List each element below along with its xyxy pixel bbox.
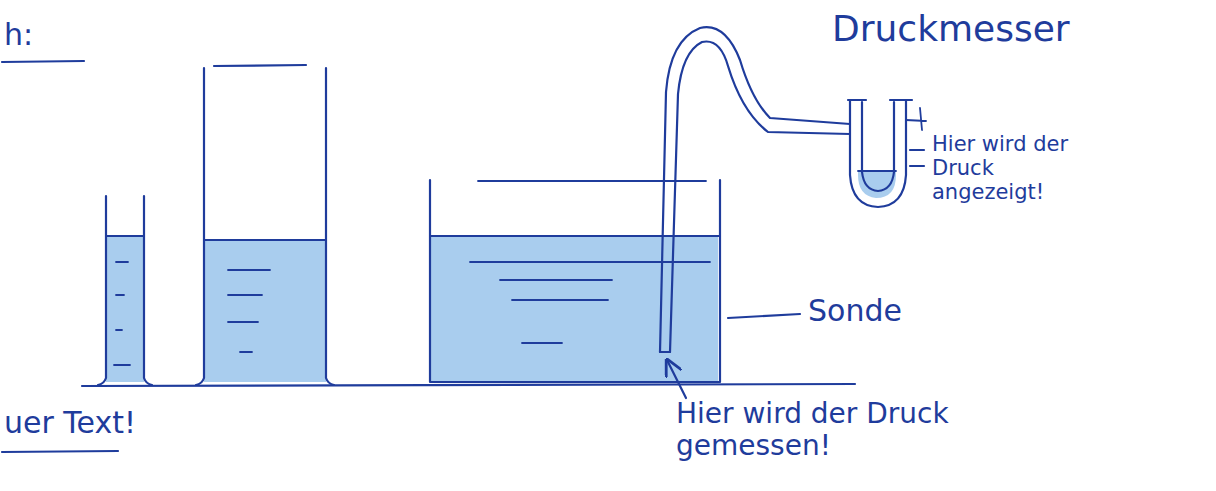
- arrow: [667, 360, 686, 398]
- water-lines: [204, 240, 326, 352]
- instrument-name: Druckmesser: [832, 8, 1132, 49]
- leader-line: [728, 314, 800, 318]
- level-marks: [910, 150, 924, 166]
- probe-tip: [660, 351, 670, 353]
- tall-cylinder: [196, 68, 334, 385]
- small-cylinder: [98, 196, 152, 385]
- water-fill: [204, 240, 326, 382]
- scale-marks: [106, 236, 144, 365]
- underline: [2, 61, 84, 62]
- annotation: Hier wird der Druck angezeigt!: [932, 132, 1112, 204]
- heading-fragment: uer Text!: [4, 406, 174, 441]
- basin: [430, 180, 720, 382]
- heading-fragment: h:: [4, 18, 94, 53]
- cylinder-rim: [214, 65, 306, 66]
- u-tube: [850, 100, 906, 207]
- liquid-level: [858, 170, 896, 172]
- u-tube: [862, 102, 894, 191]
- water-fill: [106, 236, 144, 382]
- annotation: Hier wird der Druck gemessen!: [676, 398, 1036, 462]
- underline: [2, 451, 118, 452]
- tube-stub: [906, 108, 926, 130]
- water-lines: [430, 181, 720, 343]
- water-fill: [430, 236, 718, 382]
- u-tube-rim: [848, 99, 912, 101]
- part-name: Sonde: [808, 294, 948, 329]
